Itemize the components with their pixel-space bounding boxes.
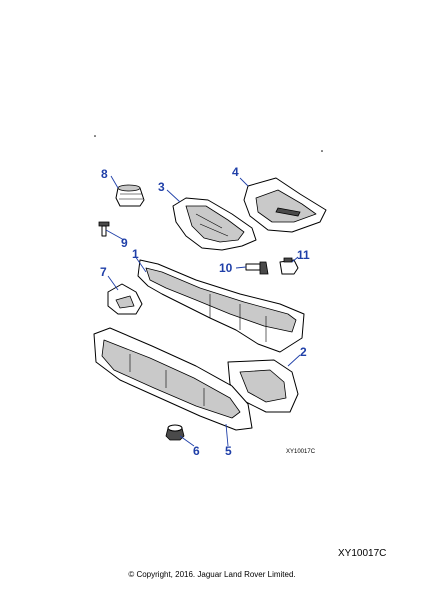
part-5-absorber[interactable] xyxy=(93,327,253,431)
leader-6 xyxy=(179,435,195,447)
stray-dot xyxy=(94,135,96,137)
part-4-plate[interactable] xyxy=(243,177,327,233)
part-2-crash-can[interactable] xyxy=(227,359,299,413)
leader-5 xyxy=(225,423,229,447)
leader-2 xyxy=(287,354,301,367)
part-11-clip[interactable] xyxy=(279,257,299,275)
callout-6: 6 xyxy=(193,444,200,458)
leader-7 xyxy=(107,275,119,291)
part-7-bracket[interactable] xyxy=(107,283,143,315)
callout-3: 3 xyxy=(158,180,165,194)
callout-8: 8 xyxy=(101,167,108,181)
part-6-bolt[interactable] xyxy=(165,424,185,441)
callout-4: 4 xyxy=(232,165,239,179)
leader-4 xyxy=(239,177,249,187)
callout-1: 1 xyxy=(132,247,139,261)
part-9-bolt[interactable] xyxy=(98,221,110,237)
leader-9 xyxy=(105,229,125,241)
leader-3 xyxy=(166,189,181,203)
callout-2: 2 xyxy=(300,345,307,359)
part-10-rivet[interactable] xyxy=(245,261,269,275)
callout-11: 11 xyxy=(297,248,310,262)
callout-7: 7 xyxy=(100,265,107,279)
callout-5: 5 xyxy=(225,444,232,458)
stray-dot xyxy=(321,150,323,152)
part-3-bracket[interactable] xyxy=(172,197,257,251)
part-1-beam[interactable] xyxy=(137,259,305,353)
part-8-buffer[interactable] xyxy=(115,184,145,207)
copyright-notice: © Copyright, 2016. Jaguar Land Rover Lim… xyxy=(128,570,296,579)
callout-9: 9 xyxy=(121,236,128,250)
leader-1 xyxy=(134,255,147,273)
callout-10: 10 xyxy=(219,261,233,275)
leader-8 xyxy=(110,175,119,189)
leader-11 xyxy=(291,256,299,263)
leader-10 xyxy=(235,266,247,269)
figure-code: XY10017C xyxy=(338,548,387,559)
drawing-code: XY10017C xyxy=(286,449,316,455)
